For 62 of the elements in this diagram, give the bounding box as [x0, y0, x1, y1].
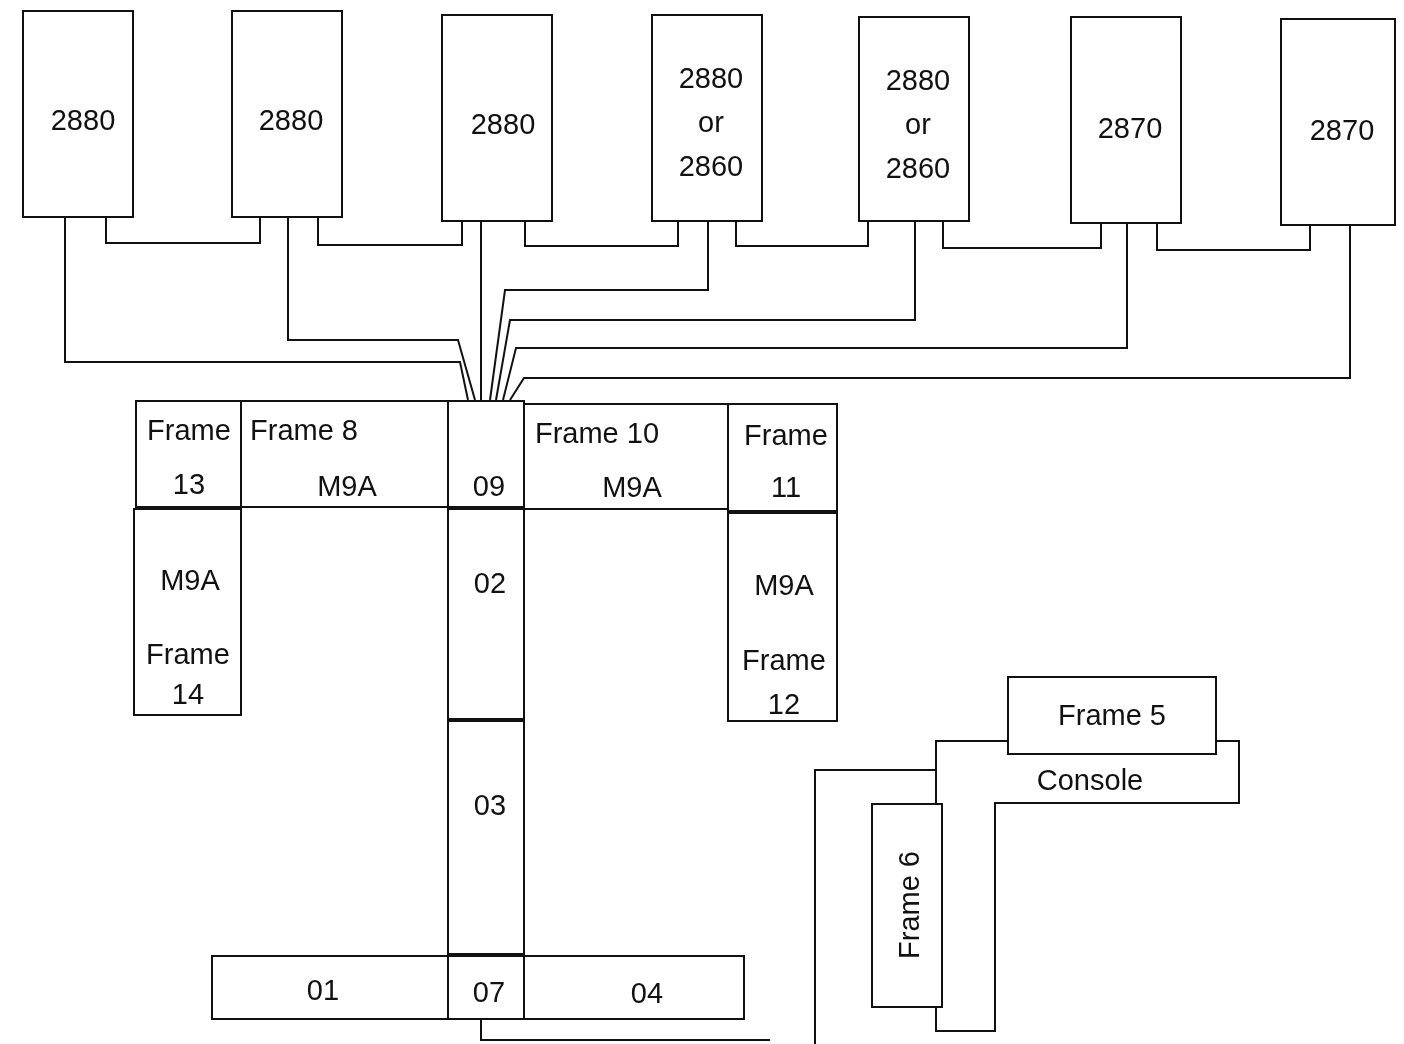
cable-line	[524, 221, 679, 247]
frame-cell	[211, 955, 449, 1020]
cable-line	[1156, 223, 1311, 251]
box-label: 2880	[50, 103, 116, 137]
frame-cell	[447, 720, 525, 955]
box-label: 2870	[1309, 113, 1375, 147]
box-label: M9A	[160, 563, 220, 597]
frame-cell	[871, 803, 943, 1008]
equipment-box	[1070, 16, 1182, 224]
vertical-label: Frame 6	[892, 851, 926, 959]
frame-cell	[523, 955, 745, 1020]
frame-cell	[135, 400, 242, 508]
cable-line	[64, 217, 469, 401]
equipment-box	[441, 14, 553, 222]
box-label: Frame 8	[250, 413, 358, 447]
equipment-box	[858, 16, 970, 222]
box-label: Frame 10	[534, 416, 660, 450]
box-label: 2880 or 2860	[677, 61, 745, 184]
frame-cell	[240, 400, 449, 508]
cable-line	[480, 1019, 771, 1041]
frame-cell	[1007, 676, 1217, 755]
box-label: Frame 13	[146, 413, 232, 502]
frame-cell	[133, 508, 242, 716]
box-label: M9A	[317, 469, 377, 503]
cable-line	[942, 221, 1102, 249]
box-label: 02	[473, 566, 507, 600]
cable-line	[495, 221, 916, 401]
box-label: Frame 5	[1058, 698, 1166, 732]
box-label: 09	[472, 469, 506, 503]
box-label: Console	[1036, 763, 1144, 797]
box-label: 2880 or 2860	[884, 63, 952, 186]
cable-line	[489, 221, 709, 401]
box-label: 2870	[1097, 111, 1163, 145]
box-label: 2880	[258, 103, 324, 137]
frame-cell	[447, 400, 525, 508]
cable-line	[105, 217, 261, 244]
frame-cell	[523, 403, 729, 510]
equipment-box	[22, 10, 134, 218]
box-label: 03	[473, 788, 507, 822]
box-label: Frame 11	[743, 418, 829, 505]
frame-cell	[727, 403, 838, 512]
cable-line	[509, 225, 1351, 401]
box-label: 2880	[470, 107, 536, 141]
box-label: Frame 14	[145, 637, 231, 712]
equipment-box	[1280, 18, 1396, 226]
equipment-box	[651, 14, 763, 222]
frame-cell	[727, 512, 838, 722]
box-label: M9A	[602, 470, 662, 504]
box-label: 04	[630, 976, 664, 1010]
cable-line	[735, 221, 869, 247]
box-label: Frame 12	[741, 643, 827, 722]
box-label: 01	[306, 973, 340, 1007]
cable-line	[480, 221, 482, 401]
cable-line	[814, 769, 936, 1044]
cable-line	[317, 217, 463, 246]
box-label: 07	[472, 975, 506, 1009]
cable-line	[502, 223, 1128, 401]
box-label: M9A	[754, 568, 814, 602]
equipment-box	[231, 10, 343, 218]
frame-cell	[447, 508, 525, 720]
cable-line	[287, 217, 476, 401]
frame-cell	[447, 955, 525, 1020]
